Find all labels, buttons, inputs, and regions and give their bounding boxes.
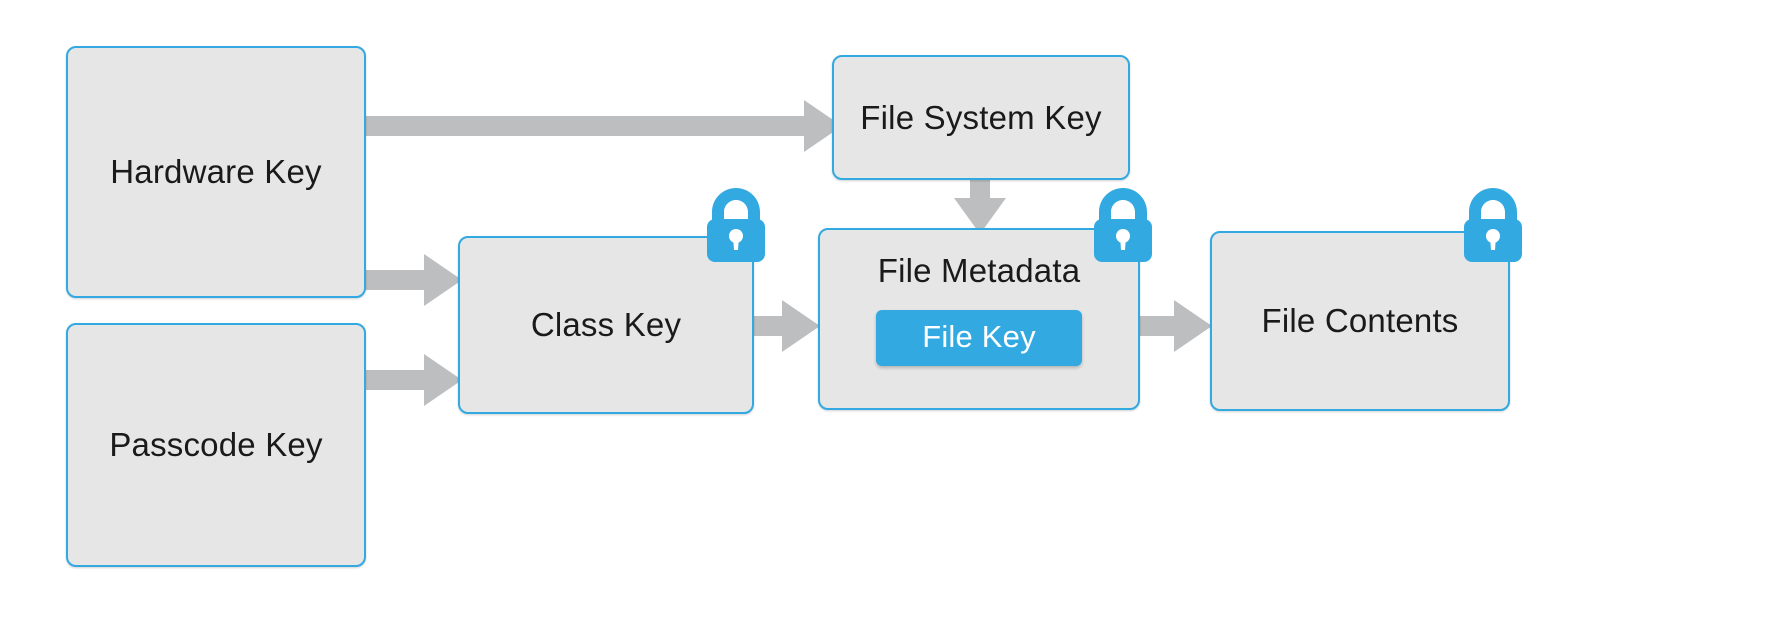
node-file-metadata-label: File Metadata (877, 252, 1081, 289)
node-hardware-key-label: Hardware Key (110, 153, 322, 190)
node-file-system-key[interactable]: File System Key (832, 55, 1130, 180)
node-hardware-key[interactable]: Hardware Key (66, 46, 366, 298)
node-class-key-label: Class Key (530, 306, 682, 343)
node-file-system-key-label: File System Key (860, 98, 1102, 136)
arrow-hardware-key-to-file-system-key (364, 96, 844, 156)
file-key-chip[interactable]: File Key (876, 310, 1082, 366)
arrow-file-system-key-to-file-metadata (950, 178, 1010, 236)
arrow-hardware-key-to-class-key (364, 250, 464, 310)
node-passcode-key[interactable]: Passcode Key (66, 323, 366, 567)
arrow-passcode-key-to-class-key (364, 350, 464, 410)
node-passcode-key-label: Passcode Key (109, 426, 323, 463)
arrow-file-metadata-to-file-contents (1138, 296, 1214, 356)
lock-icon (1090, 186, 1156, 264)
arrow-class-key-to-file-metadata (752, 296, 822, 356)
lock-icon (1460, 186, 1526, 264)
lock-icon (703, 186, 769, 264)
node-file-contents-label: File Contents (1261, 302, 1459, 339)
